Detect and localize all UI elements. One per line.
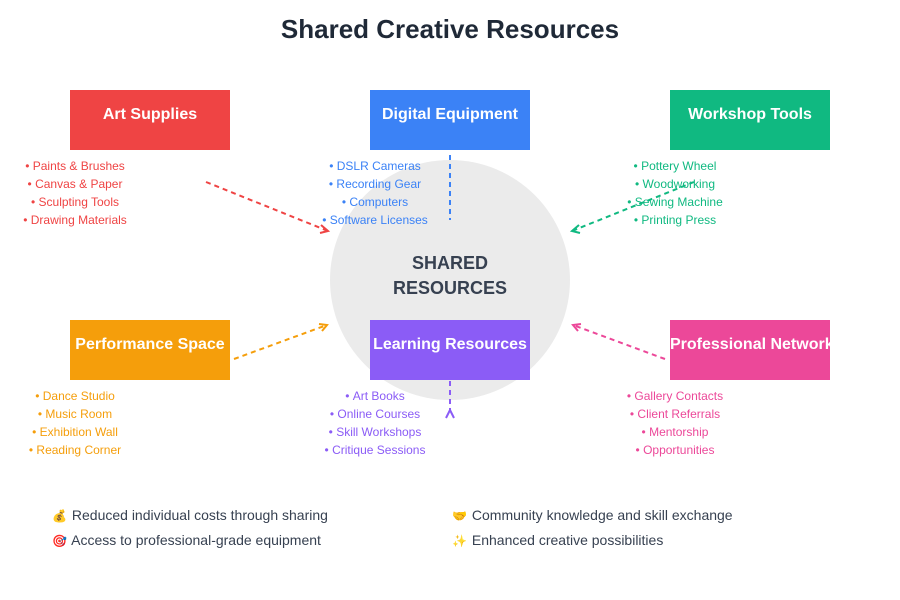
benefit-text: Access to professional-grade equipment — [71, 532, 321, 548]
list-item: Woodworking — [595, 175, 755, 193]
workshop-tools-items: Pottery Wheel Woodworking Sewing Machine… — [595, 157, 755, 229]
benefit-cost: 💰 Reduced individual costs through shari… — [52, 507, 328, 523]
benefit-text: Enhanced creative possibilities — [471, 532, 664, 548]
list-item: Pottery Wheel — [595, 157, 755, 175]
list-item: Sculpting Tools — [0, 193, 155, 211]
category-learning-resources: Learning Resources — [370, 320, 530, 380]
list-item: Music Room — [0, 405, 155, 423]
performance-space-items: Dance Studio Music Room Exhibition Wall … — [0, 387, 155, 459]
money-icon: 💰 — [52, 509, 67, 523]
list-item: Computers — [295, 193, 455, 211]
list-item: Reading Corner — [0, 441, 155, 459]
arrow-professional-network — [572, 324, 666, 360]
learning-resources-items: Art Books Online Courses Skill Workshops… — [295, 387, 455, 459]
list-item: Mentorship — [595, 423, 755, 441]
sparkle-icon: ✨ — [452, 534, 467, 548]
list-item: Skill Workshops — [295, 423, 455, 441]
list-item: Printing Press — [595, 211, 755, 229]
list-item: Gallery Contacts — [595, 387, 755, 405]
arrowhead-professional-network — [571, 323, 582, 332]
arrowhead-performance-space — [318, 323, 329, 332]
benefit-creativity: ✨ Enhanced creative possibilities — [452, 532, 663, 548]
category-performance-space: Performance Space — [70, 320, 230, 380]
list-item: Software Licenses — [295, 211, 455, 229]
arrow-performance-space — [233, 324, 328, 360]
professional-network-items: Gallery Contacts Client Referrals Mentor… — [595, 387, 755, 459]
arrowhead-workshop-tools — [569, 224, 581, 234]
category-art-supplies: Art Supplies — [70, 90, 230, 150]
list-item: Dance Studio — [0, 387, 155, 405]
category-professional-network: Professional Network — [670, 320, 834, 380]
benefit-text: Reduced individual costs through sharing — [71, 507, 328, 523]
category-digital-equipment: Digital Equipment — [370, 90, 530, 150]
list-item: Client Referrals — [595, 405, 755, 423]
list-item: Online Courses — [295, 405, 455, 423]
list-item: DSLR Cameras — [295, 157, 455, 175]
category-label: Digital Equipment — [382, 106, 518, 123]
category-workshop-tools: Workshop Tools — [670, 90, 830, 150]
handshake-icon: 🤝 — [452, 509, 467, 523]
benefit-equipment: 🎯 Access to professional-grade equipment — [52, 532, 321, 548]
page-title: Shared Creative Resources — [280, 14, 620, 44]
list-item: Opportunities — [595, 441, 755, 459]
list-item: Drawing Materials — [0, 211, 155, 229]
list-item: Sewing Machine — [595, 193, 755, 211]
category-label: Performance Space — [75, 336, 225, 353]
benefit-text: Community knowledge and skill exchange — [471, 507, 733, 523]
digital-equipment-items: DSLR Cameras Recording Gear Computers So… — [295, 157, 455, 229]
list-item: Art Books — [295, 387, 455, 405]
target-icon: 🎯 — [52, 534, 67, 548]
benefit-community: 🤝 Community knowledge and skill exchange — [452, 507, 733, 523]
hub-label-line2: RESOURCES — [392, 278, 508, 298]
category-label: Professional Network — [670, 336, 834, 353]
category-label: Art Supplies — [102, 106, 198, 123]
hub-label: SHARED RESOURCES — [330, 251, 570, 301]
art-supplies-items: Paints & Brushes Canvas & Paper Sculptin… — [0, 157, 155, 229]
category-label: Workshop Tools — [688, 106, 812, 123]
list-item: Recording Gear — [295, 175, 455, 193]
list-item: Critique Sessions — [295, 441, 455, 459]
list-item: Paints & Brushes — [0, 157, 155, 175]
category-label: Learning Resources — [373, 336, 527, 353]
list-item: Canvas & Paper — [0, 175, 155, 193]
hub-label-line1: SHARED — [411, 253, 488, 273]
list-item: Exhibition Wall — [0, 423, 155, 441]
